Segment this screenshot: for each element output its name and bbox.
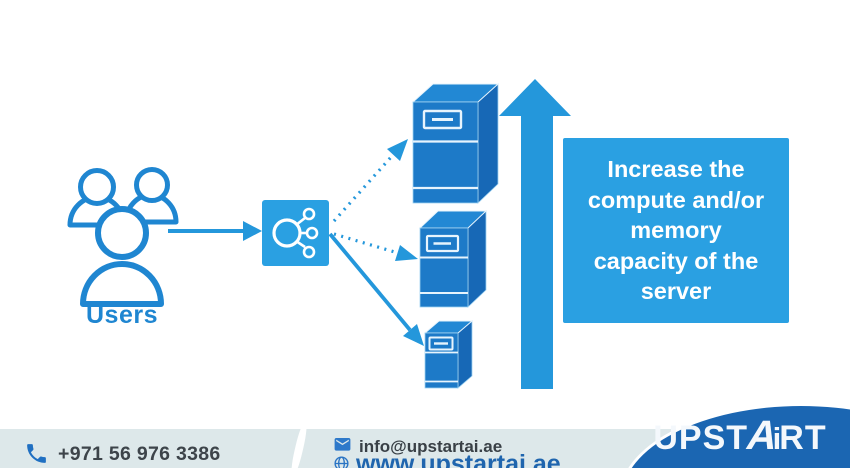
phone-number: +971 56 976 3386	[58, 443, 221, 465]
info-box-line: capacity of the	[593, 247, 759, 274]
info-box-line: memory	[630, 217, 722, 244]
load-balancer-icon	[262, 200, 329, 266]
website-url: www.upstartai.ae	[356, 450, 561, 468]
logo-text-part: RT	[779, 419, 827, 457]
globe-icon	[334, 456, 349, 468]
server-icon-large	[411, 83, 500, 204]
phone-icon	[27, 444, 46, 463]
server-icon-medium	[418, 210, 488, 308]
users-icon	[67, 167, 179, 307]
logo-text-part: UPST	[653, 419, 749, 457]
scale-up-arrow-icon	[499, 79, 571, 389]
arrow-to-small-server	[328, 232, 424, 346]
info-box-line: Increase the	[607, 156, 745, 183]
arrow-to-medium-server	[333, 232, 418, 261]
logo-ai-dot: i	[772, 421, 782, 456]
info-box: Increase the compute and/or memory capac…	[563, 138, 789, 323]
email-address: info@upstartai.ae	[359, 437, 503, 456]
info-box-line: compute and/or	[587, 186, 765, 213]
users-label: Users	[86, 301, 158, 329]
users-to-loadbalancer-arrow	[168, 221, 262, 241]
server-icon-small	[423, 320, 474, 389]
arrow-to-large-server	[332, 139, 408, 223]
email-icon	[334, 438, 351, 451]
info-box-line: server	[640, 278, 712, 305]
